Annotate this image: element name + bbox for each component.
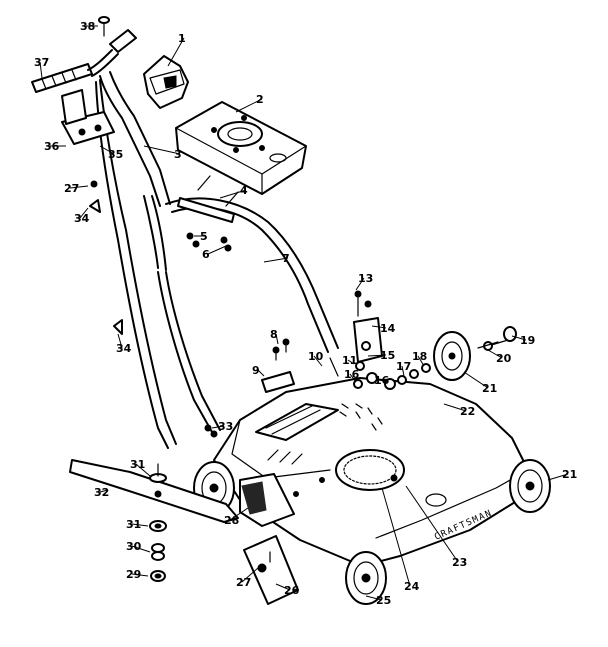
callout-c30: 30 xyxy=(126,540,142,553)
leader-line-c28 xyxy=(229,507,249,521)
leader-line-c34a xyxy=(79,207,89,219)
leader-line-c21b xyxy=(547,473,569,481)
rear-left-wheel xyxy=(345,551,387,605)
exploded-wheel-21 xyxy=(433,331,471,381)
callout-c22: 22 xyxy=(460,405,475,418)
callout-c8: 8 xyxy=(270,328,278,341)
callout-c31b: 31 xyxy=(126,518,141,531)
callout-c23: 23 xyxy=(452,556,467,569)
callout-c7: 7 xyxy=(282,252,290,265)
callout-c38: 38 xyxy=(80,20,95,33)
height-adjuster xyxy=(329,290,383,389)
callout-c4: 4 xyxy=(240,184,248,197)
callout-c9: 9 xyxy=(252,364,260,377)
callout-c10: 10 xyxy=(308,350,324,363)
callout-c13: 13 xyxy=(358,272,373,285)
leader-line-c14 xyxy=(371,325,387,329)
leader-line-c21a xyxy=(463,371,489,389)
callout-c3: 3 xyxy=(174,148,182,161)
leader-line-c3 xyxy=(143,145,181,155)
callout-c17: 17 xyxy=(396,360,411,373)
callout-c26: 26 xyxy=(284,584,300,597)
leader-line-c19 xyxy=(511,335,527,341)
leader-line-c26 xyxy=(275,583,291,591)
callout-c20: 20 xyxy=(496,352,512,365)
callout-c21b: 21 xyxy=(562,468,577,481)
rear-right-wheel xyxy=(509,459,551,513)
callout-c29: 29 xyxy=(126,568,141,581)
callout-c34b: 34 xyxy=(116,342,132,355)
leader-line-c22 xyxy=(443,403,467,412)
callout-c15: 15 xyxy=(380,349,395,362)
mower-deck-22 xyxy=(213,377,529,567)
callout-c35: 35 xyxy=(108,148,123,161)
leader-line-c2 xyxy=(235,98,263,113)
callout-c27a: 27 xyxy=(236,576,251,589)
upper-handle xyxy=(31,29,177,449)
leader-line-c27a xyxy=(241,567,259,583)
chute-deflector xyxy=(239,473,299,605)
callout-c32: 32 xyxy=(94,486,109,499)
leader-line-c37 xyxy=(39,61,43,79)
leader-line-c30 xyxy=(131,545,151,553)
callout-c33: 33 xyxy=(218,420,233,433)
leader-line-c10 xyxy=(313,355,323,367)
leader-line-c20 xyxy=(487,349,503,359)
leader-line-c16a xyxy=(349,373,357,383)
blade-32 xyxy=(69,459,239,523)
leader-line-c23 xyxy=(405,485,459,563)
leader-line-c24 xyxy=(381,487,411,587)
leader-line-c15 xyxy=(367,354,387,357)
leader-line-c1 xyxy=(167,37,185,67)
callout-c2: 2 xyxy=(256,93,264,106)
leader-line-c27b xyxy=(69,185,89,189)
callout-c31a: 31 xyxy=(130,458,145,471)
callout-c1: 1 xyxy=(178,32,186,45)
leader-line-c13 xyxy=(355,277,365,291)
leader-line-c11 xyxy=(347,359,355,365)
leader-line-c34b xyxy=(117,333,123,349)
leader-line-c16b xyxy=(379,379,387,383)
callout-c19: 19 xyxy=(520,334,535,347)
callout-c5: 5 xyxy=(200,230,208,243)
blade-hardware xyxy=(149,463,167,582)
lower-handle xyxy=(143,175,339,438)
callout-c14: 14 xyxy=(380,322,396,335)
leader-line-c8 xyxy=(275,333,279,345)
callout-c28: 28 xyxy=(224,514,239,527)
callout-c16b: 16 xyxy=(374,374,390,387)
leader-line-c9 xyxy=(257,369,265,377)
leader-line-c29 xyxy=(131,573,149,577)
knob-part-1 xyxy=(143,55,189,109)
leader-line-c31b xyxy=(131,523,149,527)
cover-plate-2 xyxy=(175,101,307,195)
leader-line-c18 xyxy=(417,355,425,367)
callout-c21a: 21 xyxy=(482,382,497,395)
callout-c11: 11 xyxy=(342,354,357,367)
leader-line-c35 xyxy=(99,145,115,155)
callout-c36: 36 xyxy=(44,140,60,153)
callout-c37: 37 xyxy=(34,56,49,69)
callout-c18: 18 xyxy=(412,350,427,363)
callout-c6: 6 xyxy=(202,248,210,261)
leader-line-c33 xyxy=(211,425,225,429)
callout-c25: 25 xyxy=(376,594,391,607)
leader-line-c6 xyxy=(207,245,227,255)
leader-line-c17 xyxy=(401,365,405,377)
callout-c27b: 27 xyxy=(64,182,79,195)
small-parts xyxy=(89,16,499,349)
callout-c34a: 34 xyxy=(74,212,90,225)
leader-line-c4 xyxy=(219,189,247,199)
bracket-9 xyxy=(261,338,295,393)
leader-line-c7 xyxy=(263,257,289,263)
callout-c24: 24 xyxy=(404,580,420,593)
leader-line-c25 xyxy=(365,595,383,601)
callout-c16a: 16 xyxy=(344,368,360,381)
leader-line-c32 xyxy=(99,489,109,493)
leader-line-c31a xyxy=(135,463,151,477)
